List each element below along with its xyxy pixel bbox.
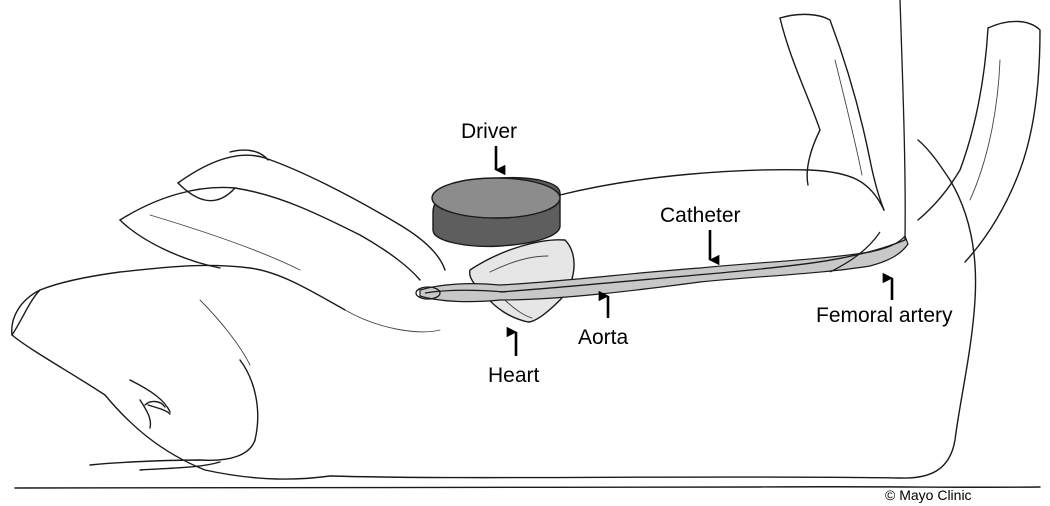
label-driver: Driver xyxy=(461,120,517,143)
label-catheter: Catheter xyxy=(660,204,741,227)
aorta-vessel xyxy=(415,234,909,303)
hind-legs xyxy=(779,13,1041,263)
catheter-line xyxy=(499,0,906,293)
front-legs xyxy=(119,149,446,281)
femoral-branch xyxy=(829,231,881,273)
ground-line xyxy=(14,486,1041,489)
label-aorta: Aorta xyxy=(578,326,629,349)
driver-puck xyxy=(431,176,561,248)
pig-body xyxy=(11,139,977,480)
copyright-notice: © Mayo Clinic xyxy=(885,487,972,503)
label-heart: Heart xyxy=(488,364,540,387)
label-femoral-artery: Femoral artery xyxy=(816,304,953,327)
